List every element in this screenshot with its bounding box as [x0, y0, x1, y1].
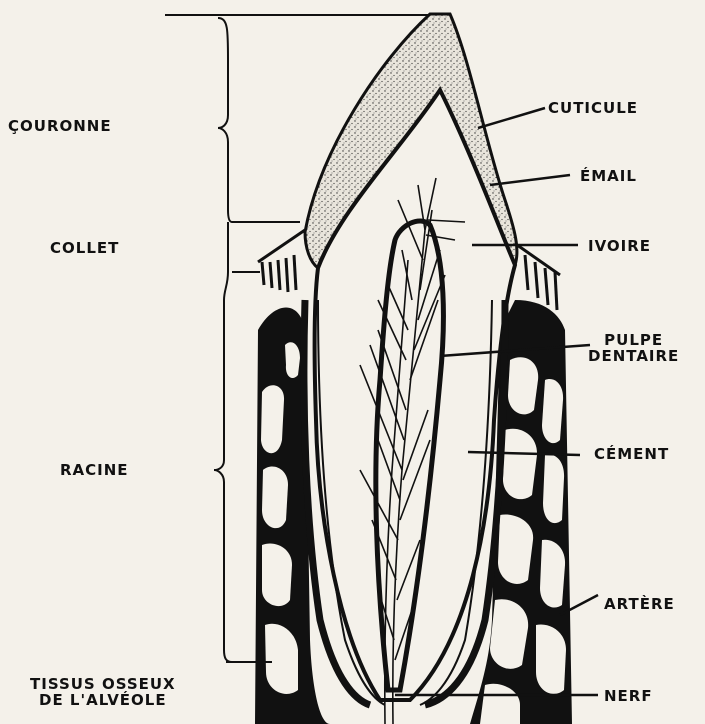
label-racine: RACINE — [60, 462, 129, 478]
label-tissus-line1: TISSUS OSSEUX — [30, 676, 176, 692]
label-artere: ARTÈRE — [604, 596, 675, 612]
label-email: ÉMAIL — [580, 168, 637, 184]
label-collet: COLLET — [50, 240, 119, 256]
label-ivoire: IVOIRE — [588, 238, 651, 254]
label-pulpe-dentaire: PULPE DENTAIRE — [588, 332, 679, 364]
label-cuticule: CUTICULE — [548, 100, 638, 116]
label-couronne: ÇOURONNE — [8, 118, 112, 134]
label-cement: CÉMENT — [594, 446, 669, 462]
label-pulpe-line2: DENTAIRE — [588, 348, 679, 364]
label-tissus-osseux: TISSUS OSSEUX DE L'ALVÉOLE — [30, 676, 176, 708]
label-nerf: NERF — [604, 688, 653, 704]
label-pulpe-line1: PULPE — [588, 332, 679, 348]
label-tissus-line2: DE L'ALVÉOLE — [30, 692, 176, 708]
